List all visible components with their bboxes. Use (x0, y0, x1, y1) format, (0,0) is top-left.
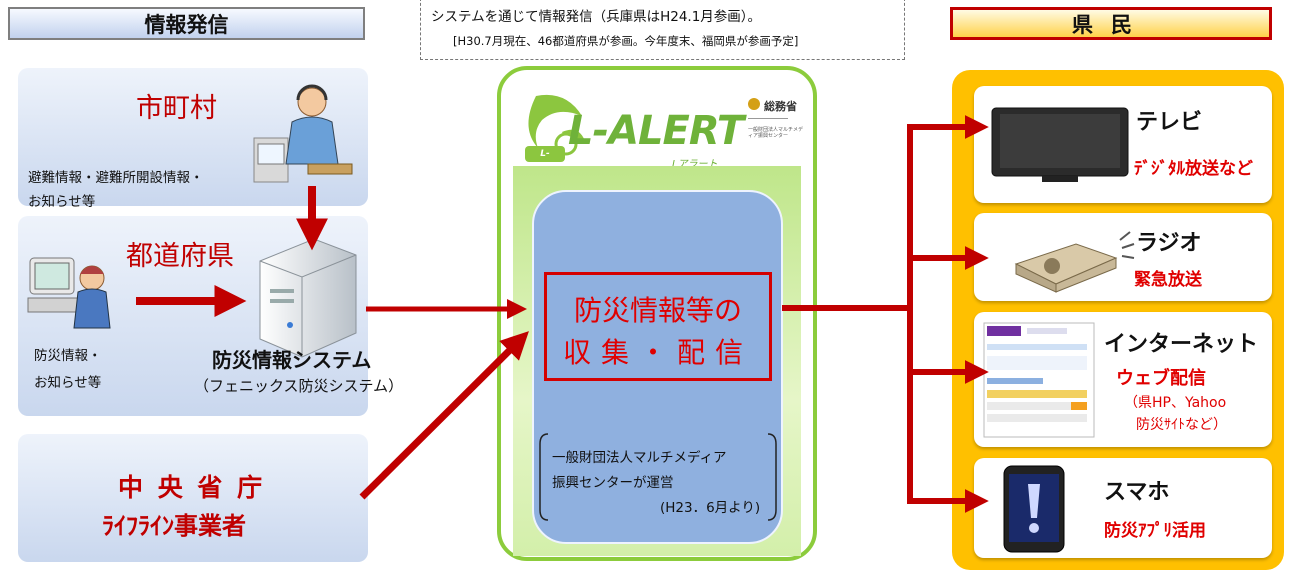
main-line-2: 収集・配信 (562, 336, 753, 369)
webpage-icon (983, 322, 1095, 438)
prefecture-desc-2: お知らせ等 (34, 375, 102, 391)
internet-sub: ウェブ配信 (1116, 368, 1206, 389)
smartphone-title: スマホ (1104, 480, 1170, 505)
header-info-source: 情報発信 (8, 7, 365, 40)
flow-arrows (136, 115, 989, 513)
tv-sub: ﾃﾞｼﾞﾀﾙ放送など (1134, 159, 1253, 179)
ministry-emblem-icon (748, 98, 760, 110)
collection-distribution-box: 防災情報等の 収集・配信 (544, 272, 772, 381)
operator-line-1: 一般財団法人マルチメディア (552, 450, 727, 466)
central-panel: 中 央 省 庁 ﾗｲﾌﾗｲﾝ事業者 (18, 434, 368, 562)
server-icon (259, 238, 357, 358)
main-line-1: 防災情報等の (573, 294, 742, 327)
logo-divider (748, 118, 788, 119)
system-name: 防災情報システム (212, 348, 372, 372)
central-line-1: 中 央 省 庁 (118, 473, 266, 502)
operator-line-2: 振興センターが運営 (552, 475, 674, 491)
logo-kana: Lアラート (672, 159, 718, 170)
logo-main: L-ALERT (568, 108, 744, 154)
municipality-title: 市町村 (136, 93, 217, 124)
lalert-emblem-icon (528, 94, 586, 156)
municipality-desc-1: 避難情報・避難所開設情報・ (28, 170, 204, 186)
system-sub: （フェニックス防災システム） (194, 377, 404, 395)
computer-user-icon (27, 257, 111, 329)
note-line-2: [H30.7月現在、46都道府県が参画。今年度末、福岡県が参画予定] (453, 34, 799, 48)
internet-note-1: （県HP、Yahoo (1124, 395, 1227, 411)
smartphone-sub: 防災ｱﾌﾟﾘ活用 (1104, 521, 1206, 541)
prefecture-title: 都道府県 (126, 241, 234, 272)
municipality-desc-2: お知らせ等 (28, 194, 96, 210)
operator-icon (253, 84, 353, 183)
operator-line-3: (H23．6月より) (660, 500, 761, 516)
operator-brackets (539, 433, 777, 521)
tv-icon (991, 107, 1129, 182)
prefecture-desc-1: 防災情報・ (34, 348, 102, 364)
internet-note-2: 防災ｻｲﾄなど） (1136, 417, 1227, 433)
radio-icon (1014, 231, 1135, 293)
radio-sub: 緊急放送 (1134, 270, 1202, 290)
participation-note: システムを通じて情報発信（兵庫県はH24.1月参画）。 [H30.7月現在、46… (420, 0, 905, 60)
header-residents: 県民 (950, 7, 1272, 40)
tv-title: テレビ (1136, 110, 1203, 135)
central-line-2: ﾗｲﾌﾗｲﾝ事業者 (102, 512, 246, 540)
arrow-central-to-lalert (359, 331, 529, 500)
radio-title: ラジオ (1136, 231, 1202, 256)
note-line-1: システムを通じて情報発信（兵庫県はH24.1月参画）。 (431, 9, 762, 25)
internet-title: インターネット (1104, 332, 1259, 357)
smartphone-icon (1003, 465, 1065, 553)
ministry-name: 総務省 (764, 100, 797, 113)
foundation-name: 一般財団法人マルチメディア振興センター (748, 127, 804, 139)
